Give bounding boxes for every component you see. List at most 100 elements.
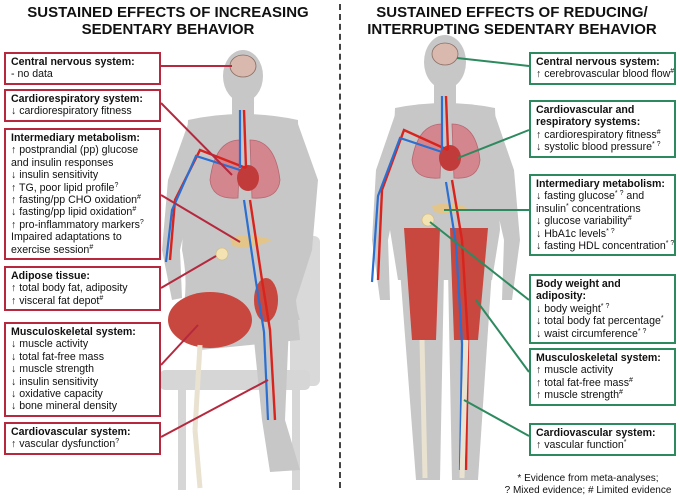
evidence-mark: ? xyxy=(115,438,120,446)
evidence-mark: # xyxy=(670,68,675,76)
evidence-mark: # xyxy=(656,128,661,136)
effect-text: exercise session xyxy=(11,243,90,256)
connector-metabolism-left xyxy=(160,194,241,243)
effect-text: ↑ total fat-free mass xyxy=(536,376,630,389)
legend-mixed: ? Mixed evidence; xyxy=(504,485,588,496)
vein xyxy=(164,110,270,421)
evidence-mark: ? xyxy=(114,181,119,189)
effect-line: ↑ total body fat, adiposity xyxy=(11,282,155,294)
effect-text: ↓ HbA1c levels xyxy=(536,227,607,240)
effect-text: ↓ total body fat percentage xyxy=(536,315,661,328)
effect-text: ↑ vascular dysfunction xyxy=(11,438,116,451)
evidence-mark: # xyxy=(627,215,632,223)
evidence-mark: # xyxy=(99,294,104,302)
evidence-mark: # xyxy=(629,376,633,384)
box-heading: Musculoskeletal system: xyxy=(536,352,661,364)
femur-bone xyxy=(192,344,203,431)
box-cardio-resp-right: Cardiovascular and respiratory systems:↑… xyxy=(529,100,676,158)
effect-text: ↓ body weight xyxy=(536,302,601,315)
effect-line: ↑ muscle strength# xyxy=(536,389,670,401)
box-cardiorespiratory-left: Cardiorespiratory system:↓ cardiorespira… xyxy=(4,89,161,122)
evidence-mark: * ? xyxy=(600,302,610,310)
effect-line: ↑ cardiorespiratory fitness# xyxy=(536,129,670,141)
effect-text: and insulin responses xyxy=(11,156,114,169)
effect-line: ↓ glucose variability# xyxy=(536,215,670,227)
connector-adipose-left xyxy=(160,255,217,289)
heart xyxy=(439,145,461,171)
evidence-mark: * xyxy=(566,202,569,210)
effect-line: ↑ postprandial (pp) glucose xyxy=(11,144,155,156)
box-heading: Intermediary metabolism: xyxy=(11,132,140,144)
neck-silhouette xyxy=(232,96,254,116)
effect-line: ↑ vascular function* xyxy=(536,439,670,451)
effect-line: ↑ cerebrovascular blood flow# xyxy=(536,68,674,81)
effect-line: ↑ fasting/pp CHO oxidation# xyxy=(11,194,155,206)
evidence-mark: * ? xyxy=(665,240,675,248)
effect-line: ↓ fasting glucose* ? and xyxy=(536,190,670,202)
arm-silhouette xyxy=(488,112,520,300)
effect-text: ↓ systolic blood pressure xyxy=(536,141,652,154)
connector-musculo-left xyxy=(160,324,199,366)
lungs xyxy=(209,139,281,199)
connector-vascular-left xyxy=(160,379,269,438)
box-cns-left: Central nervous system:- no data xyxy=(4,52,161,85)
connector-cardio-right xyxy=(457,129,530,159)
box-cardiovascular-right: Cardiovascular system:↑ vascular functio… xyxy=(529,423,676,456)
title-reducing: SUSTAINED EFFECTS OF REDUCING/ INTERRUPT… xyxy=(367,4,657,38)
evidence-mark: # xyxy=(137,194,141,202)
effect-line: ↓ muscle activity xyxy=(11,338,155,350)
evidence-mark: # xyxy=(132,206,137,214)
effect-text: ↑ cerebrovascular blood flow xyxy=(536,68,671,81)
connector-cns-right xyxy=(456,57,530,67)
box-adipose-left: Adipose tissue:↑ total body fat, adiposi… xyxy=(4,266,161,312)
evidence-mark: * ? xyxy=(614,190,624,198)
legend-limited: # Limited evidence xyxy=(588,485,672,496)
effect-text: insulin xyxy=(536,202,567,215)
arm-silhouette xyxy=(286,124,318,300)
effect-line: ↑ vascular dysfunction? xyxy=(11,438,155,450)
effect-line: ↓ fasting/pp lipid oxidation# xyxy=(11,206,155,218)
left-leg-bone xyxy=(419,339,428,479)
evidence-mark: # xyxy=(619,389,623,397)
effect-text: ↓ muscle strength xyxy=(11,363,95,376)
evidence-mark: * ? xyxy=(652,141,661,149)
effect-text: ↑ muscle activity xyxy=(536,364,614,377)
effect-text-tail: and xyxy=(623,190,645,203)
effect-line: ↓ total body fat percentage* xyxy=(536,315,670,327)
effect-text: ↓ oxidative capacity xyxy=(11,388,103,401)
seated-figure xyxy=(160,50,320,490)
box-heading: Intermediary metabolism: xyxy=(536,178,665,190)
legend-mixed-limited: ? Mixed evidence; # Limited evidence xyxy=(500,485,676,497)
effect-text: ↑ TG, poor lipid profile xyxy=(11,181,115,194)
effect-line: exercise session# xyxy=(11,244,155,256)
effect-line: ↑ TG, poor lipid profile? xyxy=(11,182,155,194)
effect-text: ↑ vascular function xyxy=(536,439,624,452)
evidence-mark: # xyxy=(89,243,94,251)
neck-silhouette xyxy=(434,84,456,106)
box-heading: Musculoskeletal system: xyxy=(11,326,136,338)
effect-line: ↓ bone mineral density xyxy=(11,400,155,412)
effect-text: ↑ fasting/pp CHO oxidation xyxy=(11,194,138,207)
box-heading: Cardiovascular system: xyxy=(11,426,131,438)
box-heading: Central nervous system: xyxy=(11,56,135,68)
effect-text: ↓ muscle activity xyxy=(11,338,89,351)
panel-divider xyxy=(339,4,341,488)
box-heading: Cardiovascular and respiratory systems: xyxy=(536,104,641,129)
effect-text: ↑ visceral fat depot xyxy=(11,294,100,307)
evidence-mark: * ? xyxy=(637,327,647,335)
lungs xyxy=(411,123,481,179)
effect-line: ↑ visceral fat depot# xyxy=(11,295,155,307)
effect-line: ↓ total fat-free mass xyxy=(11,351,155,363)
evidence-mark: * ? xyxy=(606,227,615,235)
effect-text: ↓ insulin sensitivity xyxy=(11,375,99,388)
effect-text: ↓ bone mineral density xyxy=(11,400,117,413)
effect-line: Impaired adaptations to xyxy=(11,231,155,243)
connector-vascular-right xyxy=(463,399,530,437)
effect-line: ↓ systolic blood pressure* ? xyxy=(536,141,670,153)
effect-line: ↓ fasting HDL concentration* ? xyxy=(536,240,674,252)
effect-line: ↓ body weight* ? xyxy=(536,303,670,315)
effect-text: ↑ cardiorespiratory fitness xyxy=(536,128,657,141)
effect-text-tail: concentrations xyxy=(568,202,641,215)
